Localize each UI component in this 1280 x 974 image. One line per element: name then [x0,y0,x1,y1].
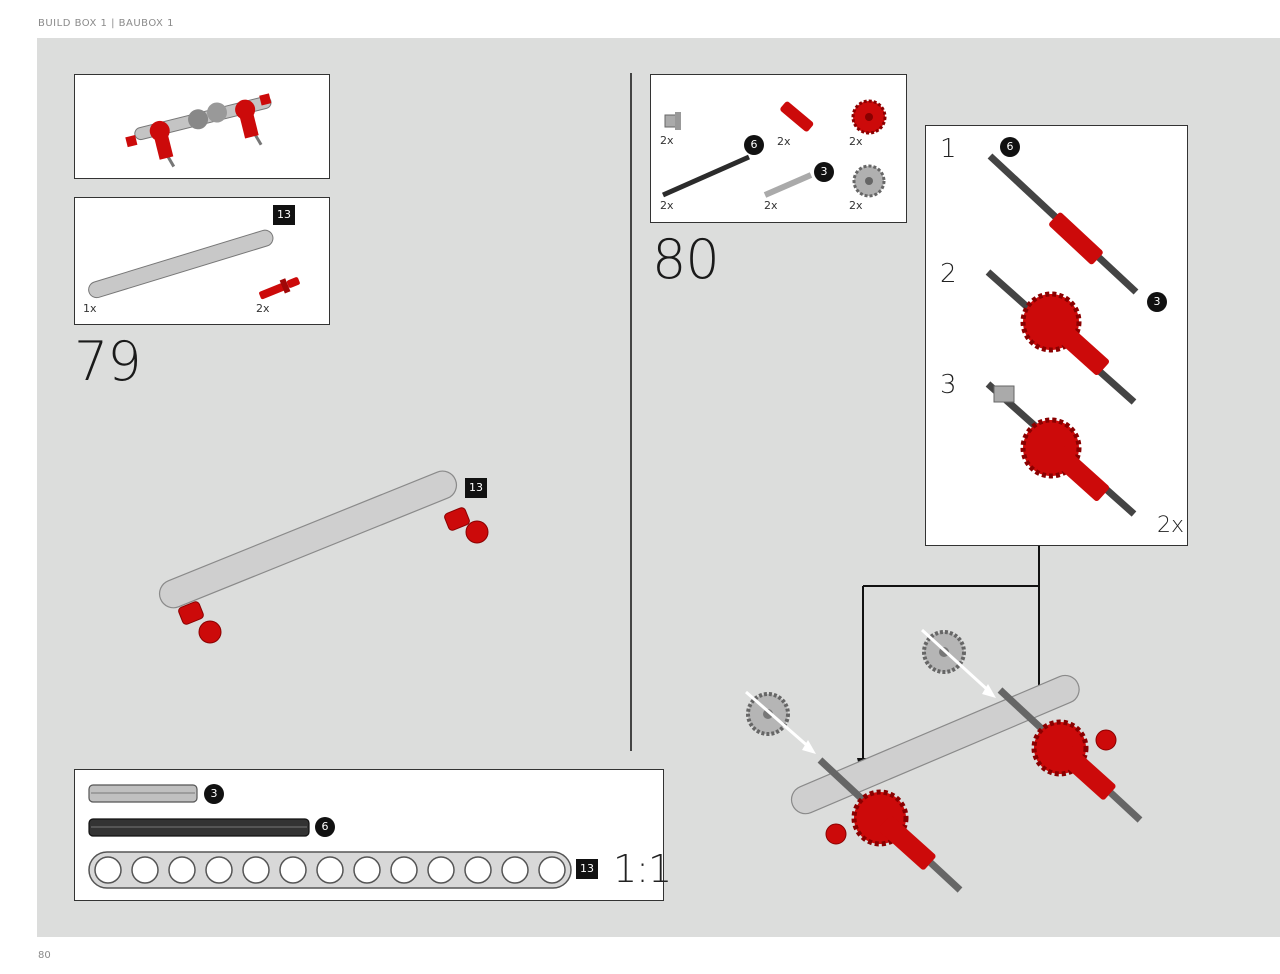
beam-length-badge: 13 [273,205,295,225]
header-text: BUILD BOX 1 | BAUBOX 1 [38,18,174,29]
ruler-axle-6-badge: 6 [315,817,335,837]
ruler-beam-13-badge: 13 [576,859,598,879]
short-axle-length-badge: 3 [814,162,834,182]
ruler-axle-3-badge: 3 [204,784,224,804]
scale-label: 1:1 [613,847,672,891]
parts-list-step-80: 2x 6 2x 2x 3 2x 2x 2x [650,74,907,223]
subassembly-illustrations [985,153,1139,517]
step-80-parts-images [661,99,887,198]
grey-gear-quantity: 2x [849,199,863,212]
bush-quantity: 2x [660,134,674,147]
overview-model-image [125,93,272,168]
column-divider [630,73,632,751]
subassembly-callout: 1 2 3 6 3 2x [925,125,1188,546]
step-number-80: 80 [652,228,720,291]
step-number-79: 79 [74,330,142,393]
subassembly-axle-6-badge: 6 [1000,137,1020,157]
main-beam-length-badge: 13 [465,478,487,498]
substep-1-number: 1 [940,134,957,164]
beam-13-part-image [88,229,274,299]
scale-ruler-panel: 3 6 13 1:1 [74,769,672,901]
red-connector-quantity: 2x [777,135,791,148]
subassembly-multiplier: 2x [1157,513,1185,538]
beam-quantity: 1x [83,302,97,315]
red-gear-quantity: 2x [849,135,863,148]
pin-quantity: 2x [256,302,270,315]
red-pin-part-image [259,277,300,300]
parts-list-step-79: 13 1x 2x [74,197,330,325]
long-axle-length-badge: 6 [744,135,764,155]
scale-ruler-images [88,784,572,889]
short-axle-quantity: 2x [764,199,778,212]
overview-thumbnail [74,74,330,179]
long-axle-quantity: 2x [660,199,674,212]
subassembly-axle-3-badge: 3 [1147,292,1167,312]
substep-2-number: 2 [940,259,957,289]
page-number: 80 [38,950,51,961]
substep-3-number: 3 [940,370,957,400]
